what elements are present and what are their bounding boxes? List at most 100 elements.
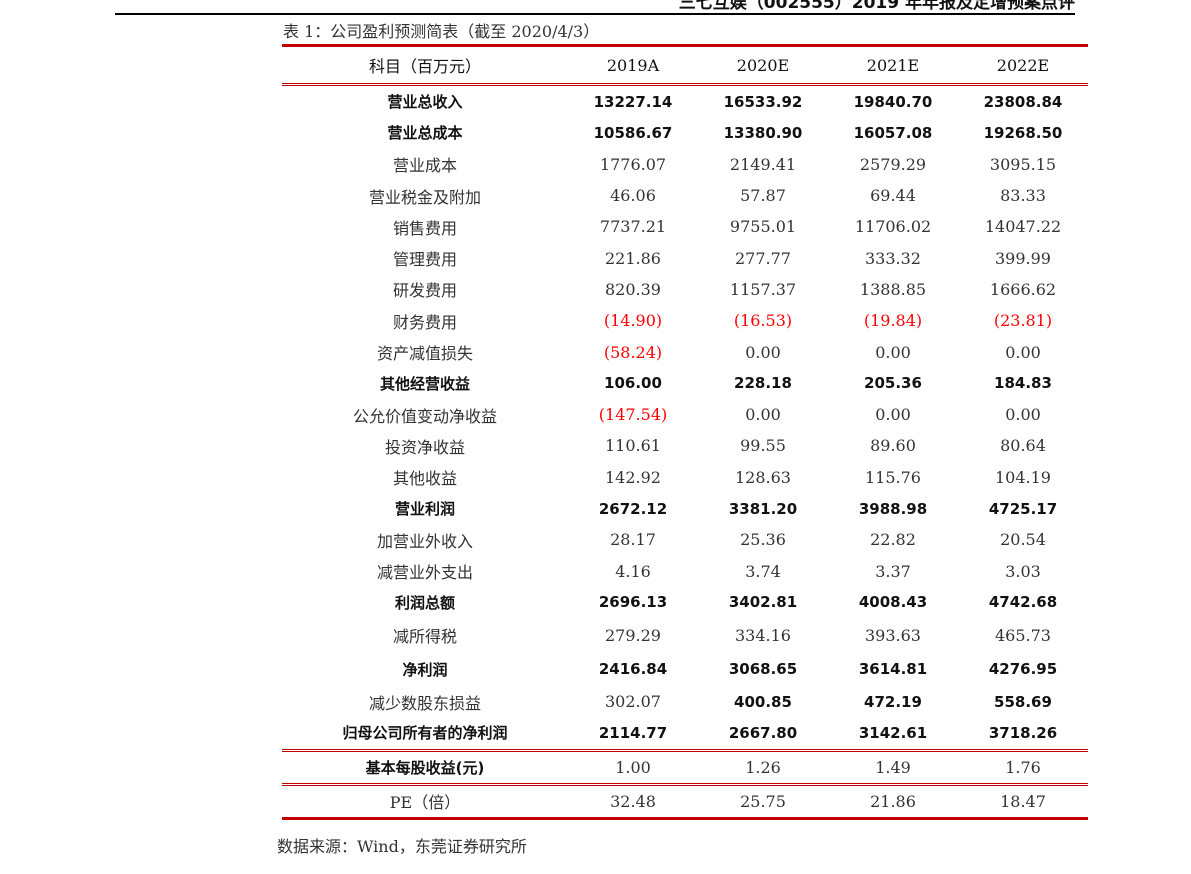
- row-label: 公允价值变动净收益: [352, 406, 497, 426]
- value-cell: 46.06: [610, 186, 656, 206]
- value-cell: 14047.22: [984, 217, 1062, 237]
- value-cell: 393.63: [865, 625, 921, 645]
- value-cell: 558.69: [994, 692, 1052, 711]
- value-cell: 228.18: [734, 374, 792, 393]
- value-cell: 3402.81: [728, 593, 798, 612]
- value-cell: 23808.84: [983, 92, 1063, 111]
- value-cell: 110.61: [605, 436, 661, 456]
- value-cell: 2022E: [996, 55, 1050, 75]
- value-cell: 0.00: [1005, 342, 1041, 362]
- row-label: 减少数股东损益: [368, 693, 481, 713]
- value-cell: 10586.67: [593, 123, 673, 142]
- value-cell: 2019A: [606, 55, 660, 75]
- value-cell: 302.07: [605, 692, 661, 712]
- value-cell: 334.16: [735, 625, 791, 645]
- row-label: 营业总收入: [387, 93, 463, 112]
- value-cell: 1.76: [1005, 757, 1041, 777]
- header-rule: [115, 13, 1075, 15]
- row-label: 营业利润: [394, 500, 455, 518]
- row-label: 减所得税: [392, 627, 457, 647]
- value-cell: 57.87: [740, 186, 786, 206]
- value-cell: 80.64: [1000, 436, 1046, 456]
- row-label: 归母公司所有者的净利润: [342, 724, 508, 743]
- value-cell: 0.00: [875, 342, 911, 362]
- row-label: 营业税金及附加: [368, 187, 481, 207]
- value-cell: 820.39: [605, 279, 661, 299]
- value-cell: 106.00: [604, 374, 662, 393]
- data-source-note: 数据来源：Wind，东莞证券研究所: [277, 837, 527, 856]
- value-cell: 2114.77: [598, 723, 668, 742]
- table-row: 财务费用(14.90)(16.53)(19.84)(23.81): [282, 305, 1088, 336]
- value-cell: 2579.29: [859, 154, 927, 174]
- row-label: 利润总额: [394, 593, 455, 612]
- value-cell: 400.85: [734, 692, 792, 711]
- row-label: 投资净收益: [384, 437, 465, 457]
- row-label: 其他经营收益: [379, 374, 470, 393]
- value-cell: 0.00: [745, 342, 781, 362]
- value-cell: 3.74: [745, 561, 781, 581]
- header-rule-double: [282, 83, 1088, 86]
- row-label: 营业总成本: [387, 124, 463, 143]
- value-cell: 13227.14: [593, 92, 673, 111]
- value-cell: 4.16: [615, 561, 651, 581]
- value-cell: (19.84): [863, 311, 923, 331]
- value-cell: 9755.01: [729, 217, 797, 237]
- value-cell: 4008.43: [858, 593, 928, 612]
- value-cell: 3381.20: [728, 499, 798, 518]
- row-label: 资产减值损失: [376, 344, 473, 364]
- value-cell: 0.00: [745, 405, 781, 425]
- value-cell: 115.76: [865, 467, 921, 487]
- value-cell: 2149.41: [729, 154, 797, 174]
- value-cell: 4742.68: [988, 593, 1058, 612]
- value-cell: 19268.50: [983, 123, 1063, 142]
- value-cell: 279.29: [605, 625, 661, 645]
- value-cell: 3095.15: [989, 154, 1057, 174]
- value-cell: 221.86: [605, 248, 661, 268]
- table-bottom-rule: [282, 816, 1088, 820]
- value-cell: 69.44: [870, 186, 916, 206]
- row-label: 管理费用: [392, 250, 457, 270]
- value-cell: 22.82: [870, 530, 916, 550]
- value-cell: 18.47: [1000, 791, 1046, 811]
- table-top-rule: [282, 44, 1088, 47]
- row-label: 净利润: [402, 660, 448, 679]
- value-cell: 4276.95: [988, 660, 1058, 679]
- row-rule-double: [282, 748, 1088, 752]
- value-cell: 3.37: [875, 561, 911, 581]
- value-cell: 1.49: [875, 757, 911, 777]
- value-cell: 1.26: [745, 757, 781, 777]
- value-cell: 11706.02: [854, 217, 932, 237]
- value-cell: (16.53): [733, 311, 793, 331]
- value-cell: 3718.26: [988, 723, 1058, 742]
- value-cell: 21.86: [870, 791, 916, 811]
- value-cell: (14.90): [603, 311, 663, 331]
- row-label: 其他收益: [392, 469, 457, 489]
- value-cell: (147.54): [598, 405, 668, 425]
- value-cell: 472.19: [864, 692, 922, 711]
- value-cell: 3068.65: [728, 660, 798, 679]
- value-cell: 99.55: [740, 436, 786, 456]
- value-cell: 28.17: [610, 530, 656, 550]
- value-cell: 0.00: [1005, 405, 1041, 425]
